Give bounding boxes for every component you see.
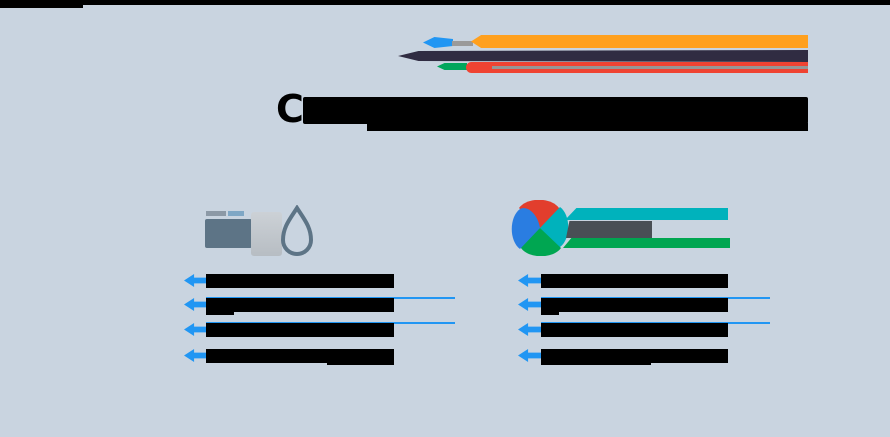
left-logo-block xyxy=(251,212,282,256)
arrow-bullet-icon xyxy=(518,298,542,311)
arrow-bullet-icon xyxy=(518,349,542,362)
arrow-bullet-icon xyxy=(518,274,542,287)
arrow-bullet-icon xyxy=(184,323,208,336)
arrow-bullet-icon xyxy=(518,323,542,336)
redacted-bullet-descender xyxy=(541,312,559,315)
arrow-bullet-icon xyxy=(184,274,208,287)
redacted-bullet-text xyxy=(541,349,728,363)
redacted-bullet-descender xyxy=(541,362,651,365)
orange-speed-bar xyxy=(471,35,808,48)
left-logo-wordmark-redaction xyxy=(205,219,252,248)
title-visible-letter: C xyxy=(276,87,304,131)
top-edge-strip xyxy=(0,0,890,5)
top-edge-strip-left xyxy=(0,0,83,8)
pinwheel-icon xyxy=(511,200,569,256)
right-logo-wordmark-redaction xyxy=(566,221,652,238)
redacted-bullet-text xyxy=(206,323,394,337)
redacted-bullet-text xyxy=(206,349,394,363)
gray-stripe xyxy=(492,66,808,69)
left-logo-small-text-redaction-2 xyxy=(228,211,244,216)
gray-dash xyxy=(452,41,473,46)
right-logo-bottom-text-redaction xyxy=(563,238,730,248)
arrow-bullet-icon xyxy=(184,349,208,362)
redacted-bullet-descender xyxy=(206,312,234,315)
arrow-left-icon xyxy=(423,37,453,48)
redacted-bullet-descender xyxy=(327,362,394,365)
right-logo-top-text-redaction xyxy=(565,208,728,220)
arrow-bullet-icon xyxy=(184,298,208,311)
redacted-bullet-text xyxy=(541,323,728,337)
title-redaction-descender xyxy=(367,123,808,131)
redacted-bullet-text xyxy=(206,298,394,312)
redacted-bullet-text xyxy=(541,298,728,312)
redacted-bullet-text xyxy=(541,274,728,288)
left-logo-small-text-redaction xyxy=(206,211,226,216)
droplet-icon xyxy=(280,205,314,256)
navy-speed-bar xyxy=(398,50,808,62)
green-dash xyxy=(437,63,467,70)
title-redaction-bar xyxy=(303,97,808,124)
redacted-bullet-text xyxy=(206,274,394,288)
